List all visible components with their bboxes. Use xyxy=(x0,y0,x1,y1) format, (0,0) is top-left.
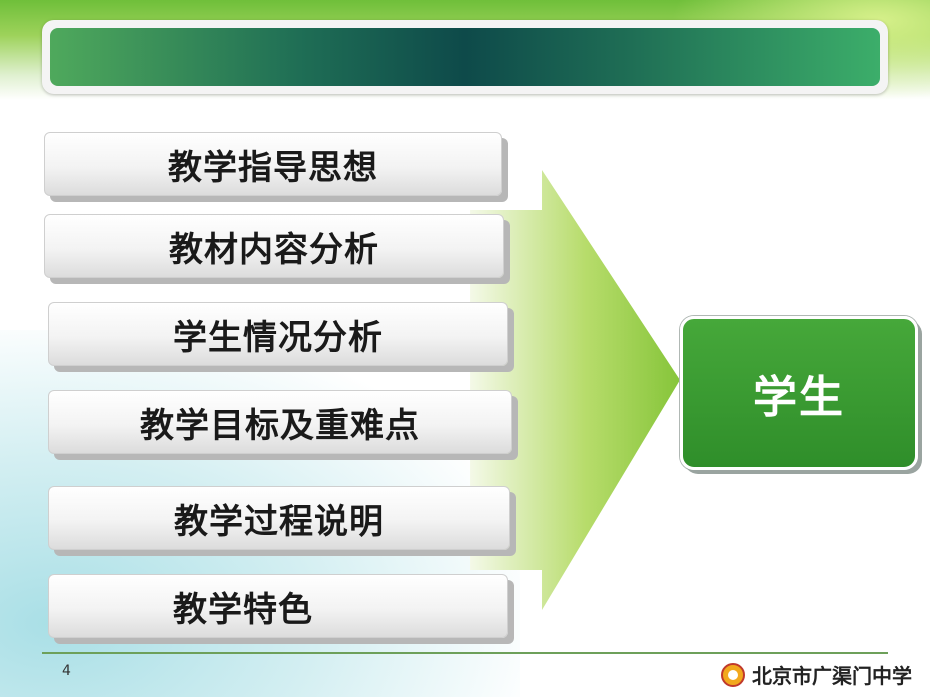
menu-item-label: 教学特色 xyxy=(173,589,313,630)
menu-item-process: 教学过程说明 xyxy=(48,486,510,550)
footer-divider xyxy=(42,652,888,654)
menu-item-content-analysis: 教材内容分析 xyxy=(44,214,504,278)
school-logo-block: 北京市广渠门中学 xyxy=(720,660,912,689)
menu-item-label: 学生情况分析 xyxy=(173,317,383,358)
flow-arrow xyxy=(470,170,680,610)
menu-item-guiding-thought: 教学指导思想 xyxy=(44,132,502,196)
target-box: 学生 xyxy=(680,316,918,470)
menu-item-label: 教学指导思想 xyxy=(168,147,378,188)
menu-item-label: 教学过程说明 xyxy=(174,501,384,542)
target-label: 学生 xyxy=(753,372,845,423)
title-bar xyxy=(42,20,888,94)
menu-item-objectives: 教学目标及重难点 xyxy=(48,390,512,454)
menu-item-label: 教材内容分析 xyxy=(169,229,379,270)
menu-item-features: 教学特色 xyxy=(48,574,508,638)
school-emblem-icon xyxy=(721,662,745,687)
menu-item-student-analysis: 学生情况分析 xyxy=(48,302,508,366)
menu-item-label: 教学目标及重难点 xyxy=(140,405,420,446)
page-number: 4 xyxy=(62,663,71,679)
school-name: 北京市广渠门中学 xyxy=(752,664,912,688)
title-bar-fill xyxy=(50,28,880,86)
